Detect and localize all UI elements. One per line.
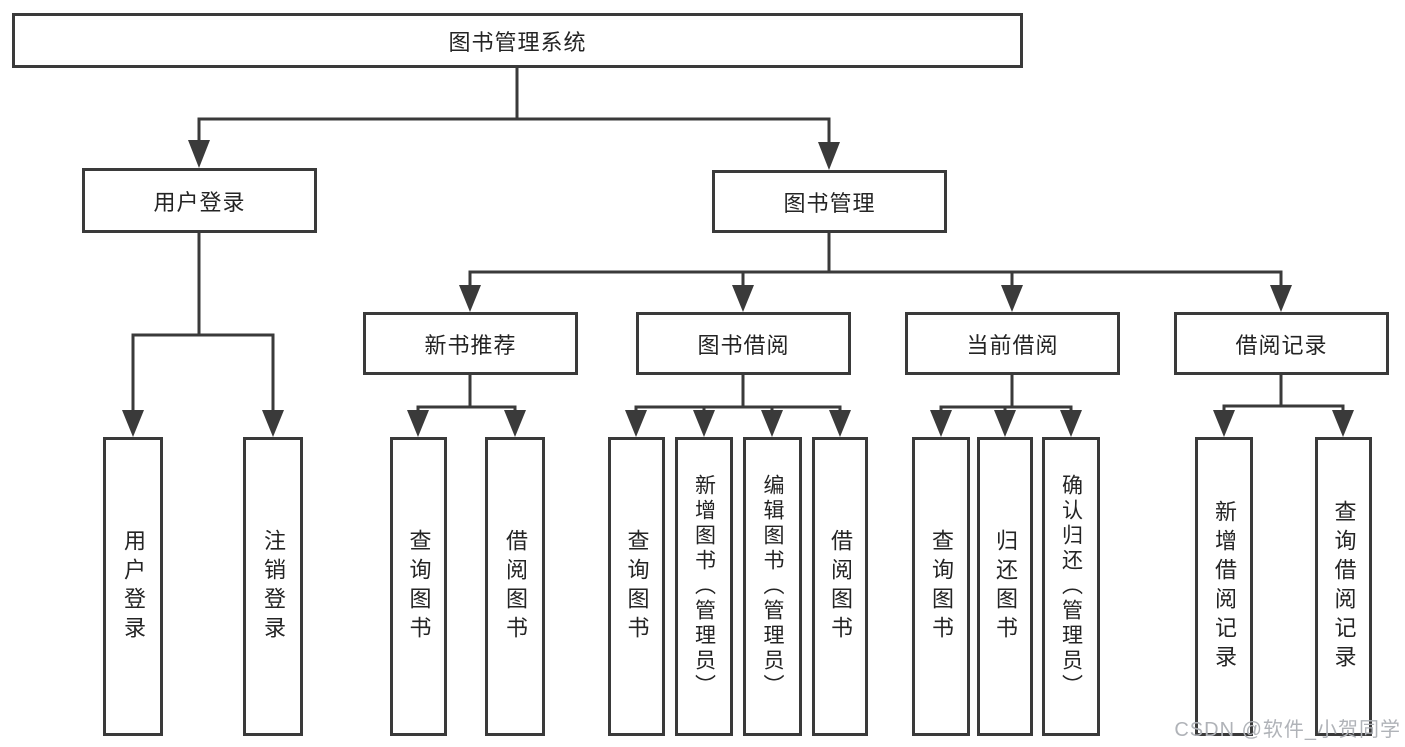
arrow-current-leaf2 (994, 410, 1016, 437)
leaf-edit-books-admin: 编辑图书（管理员） (743, 437, 802, 736)
edge-root-to-level2 (197, 68, 831, 146)
node-user-login: 用户登录 (82, 168, 317, 233)
edge-current-to-leaves (939, 375, 1073, 414)
arrow-newbook-leaf1 (407, 410, 429, 437)
leaf-edit-books-admin-label: 编辑图书（管理员） (761, 474, 784, 699)
node-new-book-recommend: 新书推荐 (363, 312, 578, 375)
arrow-record-leaf2 (1332, 410, 1354, 437)
edge-newbook-to-leaves (416, 375, 517, 414)
edge-bookmgmt-to-level3 (468, 233, 1283, 289)
arrow-borrow-leaf4 (829, 410, 851, 437)
arrow-borrow-leaf3 (761, 410, 783, 437)
node-user-login-label: 用户登录 (153, 189, 246, 215)
leaf-borrow-query-books-label: 查询图书 (624, 528, 650, 645)
leaf-borrow-borrow-books: 借阅图书 (812, 437, 868, 736)
arrow-to-leaf-userlogin (122, 410, 144, 437)
leaf-borrow-query-books: 查询图书 (608, 437, 665, 736)
node-new-book-recommend-label: 新书推荐 (424, 332, 517, 358)
leaf-logout: 注销登录 (243, 437, 303, 736)
leaf-return-books-label: 归还图书 (993, 528, 1018, 645)
leaf-newbook-borrow-books: 借阅图书 (485, 437, 545, 736)
leaf-newbook-borrow-books-label: 借阅图书 (503, 528, 528, 645)
leaf-newbook-query-books-label: 查询图书 (406, 528, 432, 645)
leaf-current-query-books: 查询图书 (912, 437, 970, 736)
leaf-confirm-return-admin: 确认归还（管理员） (1042, 437, 1100, 736)
node-book-borrowing-label: 图书借阅 (697, 332, 790, 358)
leaf-add-books-admin: 新增图书（管理员） (675, 437, 733, 736)
node-book-management-label: 图书管理 (783, 190, 876, 216)
node-book-borrowing: 图书借阅 (636, 312, 851, 375)
arrow-to-borrowrecord (1270, 285, 1292, 312)
leaf-newbook-query-books: 查询图书 (390, 437, 447, 736)
arrow-to-newbook (459, 285, 481, 312)
edge-borrow-to-leaves (634, 375, 842, 414)
arrow-borrow-leaf1 (625, 410, 647, 437)
arrow-current-leaf3 (1060, 410, 1082, 437)
leaf-logout-label: 注销登录 (261, 528, 286, 645)
node-system-root: 图书管理系统 (12, 13, 1023, 68)
leaf-add-borrow-record-label: 新增借阅记录 (1212, 499, 1237, 674)
leaf-add-books-admin-label: 新增图书（管理员） (692, 474, 716, 699)
arrow-current-leaf1 (930, 410, 952, 437)
arrow-to-bookborrow (732, 285, 754, 312)
arrow-newbook-leaf2 (504, 410, 526, 437)
leaf-confirm-return-admin-label: 确认归还（管理员） (1059, 474, 1083, 699)
arrow-to-bookmgmt (818, 142, 840, 170)
leaf-query-borrow-record-label: 查询借阅记录 (1331, 499, 1357, 674)
leaf-user-login-label: 用户登录 (121, 528, 146, 645)
node-book-management: 图书管理 (712, 170, 947, 233)
leaf-query-borrow-record: 查询借阅记录 (1315, 437, 1372, 736)
leaf-return-books: 归还图书 (977, 437, 1033, 736)
leaf-user-login: 用户登录 (103, 437, 163, 736)
edge-userlogin-to-leaves (131, 233, 275, 414)
leaf-add-borrow-record: 新增借阅记录 (1195, 437, 1253, 736)
node-borrowing-records: 借阅记录 (1174, 312, 1389, 375)
arrow-to-leaf-logout (262, 410, 284, 437)
leaf-current-query-books-label: 查询图书 (929, 528, 954, 645)
arrow-borrow-leaf2 (693, 410, 715, 437)
csdn-watermark: CSDN @软件_小贺同学 (1174, 719, 1401, 741)
leaf-borrow-borrow-books-label: 借阅图书 (828, 528, 853, 645)
arrow-to-userlogin (188, 140, 210, 168)
node-current-borrowing-label: 当前借阅 (966, 332, 1059, 358)
arrowheads (122, 140, 1354, 437)
edge-record-to-leaves (1222, 375, 1345, 414)
node-current-borrowing: 当前借阅 (905, 312, 1120, 375)
arrow-record-leaf1 (1213, 410, 1235, 437)
node-borrowing-records-label: 借阅记录 (1235, 332, 1328, 358)
arrow-to-currentborrow (1001, 285, 1023, 312)
node-system-root-label: 图书管理系统 (448, 29, 587, 55)
